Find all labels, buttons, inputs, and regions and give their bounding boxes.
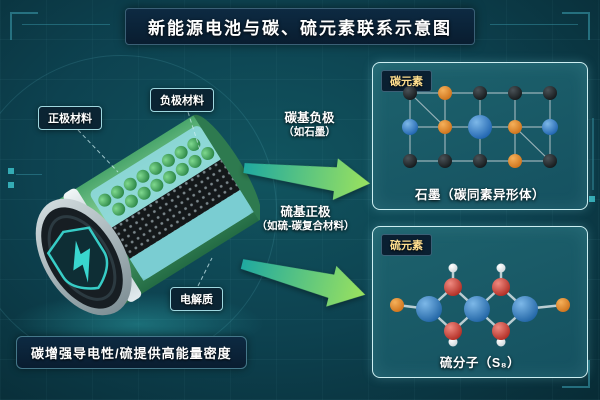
- carbon-panel: 碳元素: [372, 62, 588, 210]
- circuit-trace-line: [592, 118, 594, 190]
- sulfur-molecule-graphic: [390, 263, 570, 347]
- circuit-node-square: [8, 168, 14, 174]
- corner-bracket-bottom-right: [562, 360, 590, 388]
- carbon-panel-caption: 石墨（碳同素异形体）: [414, 188, 545, 202]
- corner-bracket-top-left: [10, 12, 38, 40]
- carbon-anode-arrow-subtitle: （如石墨）: [283, 126, 336, 139]
- circuit-node-square: [8, 182, 14, 188]
- cathode-material-label: 正极材料: [38, 106, 102, 130]
- sulfur-cathode-arrow: [240, 259, 366, 307]
- carbon-element-tag: 碳元素: [381, 70, 432, 92]
- carbon-anode-arrow-title: 碳基负极: [284, 111, 335, 125]
- corner-bracket-top-right: [562, 12, 590, 40]
- title-accent-line: [22, 24, 110, 25]
- sulfur-panel: 硫元素: [372, 226, 588, 378]
- title-accent-line: [490, 24, 578, 25]
- sulfur-cathode-arrow-title: 硫基正极: [280, 205, 331, 219]
- circuit-trace-line: [16, 174, 42, 175]
- footnote-banner: 碳增强导电性/硫提供高能量密度: [16, 336, 247, 369]
- sulfur-cathode-arrow-label: 硫基正极 （如硫-碳复合材料）: [238, 204, 373, 234]
- sulfur-element-tag: 硫元素: [381, 234, 432, 256]
- page-title: 新能源电池与碳、硫元素联系示意图: [125, 8, 475, 45]
- anode-material-label: 负极材料: [150, 88, 214, 112]
- battery-illustration: [35, 114, 260, 316]
- electrolyte-label: 电解质: [170, 287, 223, 311]
- battery-cutaway-layers: [90, 126, 254, 281]
- sulfur-cathode-arrow-subtitle: （如硫-碳复合材料）: [256, 220, 355, 233]
- carbon-anode-arrow-label: 碳基负极 （如石墨）: [252, 110, 367, 140]
- sulfur-panel-caption: 硫分子（S₈）: [439, 356, 521, 370]
- circuit-node-square: [589, 196, 595, 202]
- carbon-anode-arrow: [243, 158, 371, 201]
- graphite-structure-graphic: [402, 86, 558, 168]
- shield-lightning-icon: [46, 226, 109, 290]
